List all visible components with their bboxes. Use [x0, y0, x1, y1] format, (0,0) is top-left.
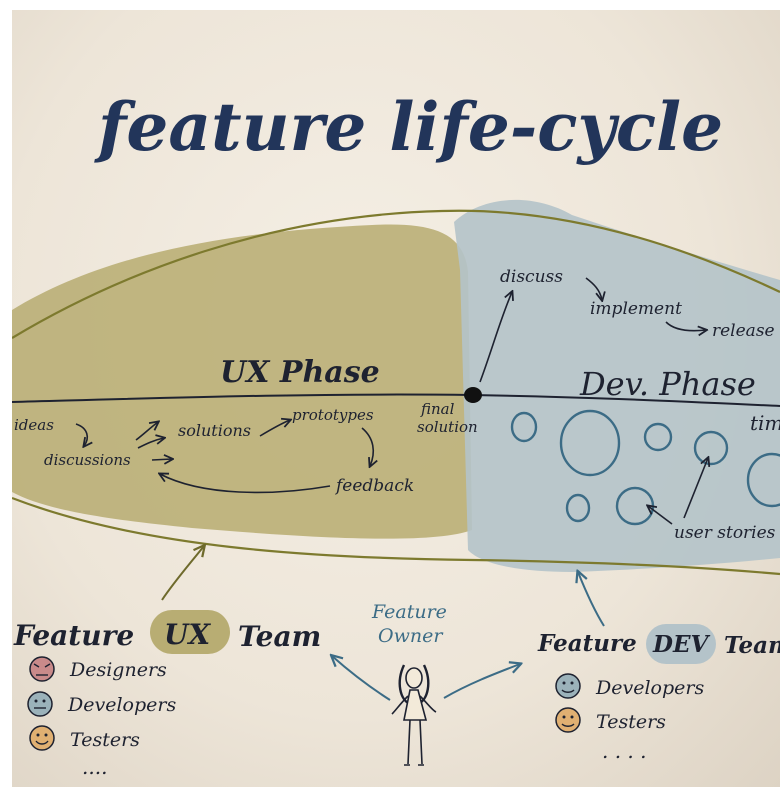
milestone-label-line1: final [420, 400, 455, 418]
story-circle [565, 493, 591, 523]
dev-tester-icon [555, 707, 581, 733]
arrow-feedback-loop [160, 474, 331, 494]
owner-label-line2: Owner [378, 625, 444, 647]
story-circle [693, 430, 729, 466]
lifecycle-diagram: feature life-cycle UX Phase ideas discus… [12, 88, 780, 779]
ux-member-developers: Developers [67, 694, 176, 716]
arrow-prototypes-feedback [361, 427, 373, 466]
story-circle [510, 411, 538, 443]
ux-phase-label: UX Phase [220, 355, 380, 390]
dev-team-tag-bg [646, 624, 716, 664]
arrow-discussions-solutions-a [135, 422, 158, 441]
arrow-stories-label-b [648, 506, 673, 525]
arrow-discussions-tail [151, 459, 172, 460]
arrow-devteam-devphase [578, 572, 605, 627]
ux-step-ideas: ideas [14, 416, 54, 434]
milestone-label-line2: solution [417, 418, 478, 436]
ux-step-solutions: solutions [178, 421, 251, 440]
arrow-stories-label [683, 458, 708, 519]
ux-team-more: .... [82, 755, 107, 779]
feature-owner-figure [391, 664, 437, 766]
dev-member-developers: Developers [595, 677, 704, 699]
user-story-circles [510, 409, 780, 526]
designer-icon [29, 656, 55, 682]
dev-step-discuss: discuss [500, 267, 563, 287]
arrow-discussions-solutions-b [137, 438, 164, 449]
story-circle [746, 452, 780, 508]
dev-team-prefix: Feature [537, 630, 637, 657]
arrow-uxteam-uxphase [161, 546, 204, 601]
user-stories-label: user stories [674, 523, 776, 543]
milestone-dot [464, 387, 482, 403]
owner-label-line1: Feature [371, 601, 447, 623]
dev-step-release: release [712, 321, 775, 341]
arrow-milestone-discuss [479, 292, 512, 383]
ux-phase-area [12, 224, 472, 539]
arrow-owner-devteam [443, 664, 520, 699]
dev-step-implement: implement [590, 299, 682, 319]
ux-team-tag-bg [150, 610, 230, 654]
tester-icon [29, 725, 55, 751]
dev-phase-area [454, 199, 780, 572]
developer-icon [27, 691, 53, 717]
story-circle [643, 422, 673, 452]
ux-team-suffix: Team [238, 620, 321, 653]
ux-member-designers: Designers [69, 659, 167, 681]
timeline [12, 393, 780, 407]
ux-team-tag: UX [164, 618, 211, 651]
arrow-ideas-discussions [75, 423, 87, 446]
arrow-discuss-implement [585, 277, 602, 300]
page-title: feature life-cycle [94, 88, 723, 166]
ux-step-prototypes: prototypes [292, 406, 374, 424]
lifecycle-outline-bottom [12, 496, 780, 576]
ux-step-feedback: feedback [334, 476, 414, 496]
lifecycle-outline [12, 209, 780, 339]
dev-team-suffix: Team [724, 632, 780, 659]
ux-team-prefix: Feature [13, 619, 134, 652]
dev-phase-label: Dev. Phase [579, 365, 756, 403]
dev-developer-icon [555, 673, 581, 699]
ux-step-discussions: discussions [44, 451, 131, 469]
dev-team-more: . . . . [602, 739, 647, 763]
arrow-owner-uxteam [332, 656, 391, 701]
dev-member-testers: Testers [596, 711, 666, 733]
paper-background: feature life-cycle UX Phase ideas discus… [12, 10, 780, 787]
arrow-solutions-prototypes [259, 420, 290, 437]
story-circle [559, 409, 621, 477]
arrow-implement-release [665, 321, 706, 331]
ux-member-testers: Testers [70, 729, 140, 751]
time-label: time [750, 411, 780, 435]
dev-team-tag: DEV [652, 631, 710, 658]
